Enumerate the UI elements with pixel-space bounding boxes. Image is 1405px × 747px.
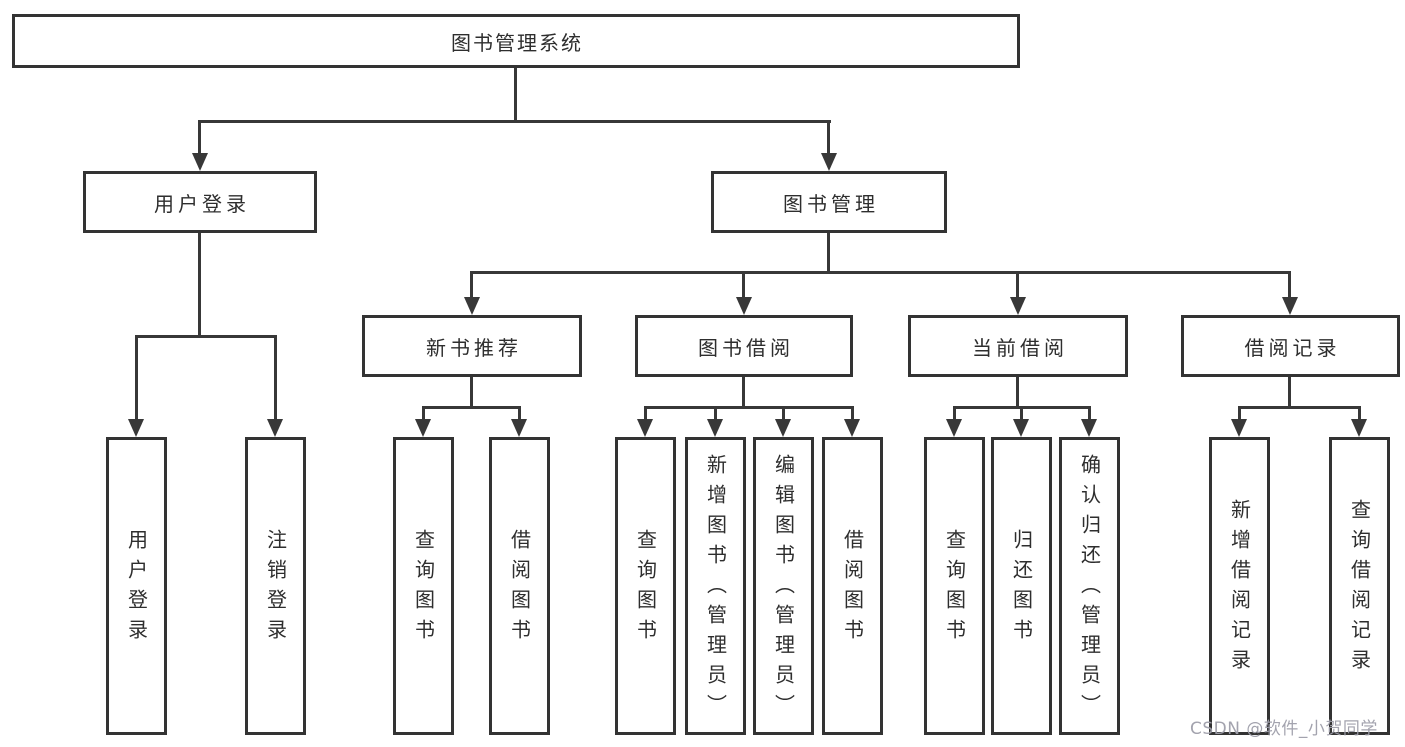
- node-label: 注销登录: [263, 529, 288, 649]
- node-book-borrow: 图书借阅: [635, 315, 853, 377]
- connector-stem-leaf: [714, 406, 717, 420]
- node-new-book-recommend: 新书推荐: [362, 315, 582, 377]
- connector-stem-leaf: [851, 406, 854, 420]
- node-label: 新书推荐: [426, 335, 522, 360]
- connector-stem-borrow-record: [1288, 271, 1291, 298]
- node-label: 确认归还（管理员）: [1077, 454, 1102, 724]
- leaf-recommend-borrow-book: 借阅图书: [489, 437, 550, 735]
- node-label: 新增图书（管理员）: [703, 454, 728, 724]
- connector-book-borrow-hline: [644, 406, 854, 409]
- leaf-query-borrow-record: 查询借阅记录: [1329, 437, 1390, 735]
- node-current-borrow: 当前借阅: [908, 315, 1128, 377]
- connector-new-book-recommend-trunk: [470, 377, 473, 408]
- connector-stem-user-login: [198, 120, 201, 155]
- arrow-down-icon: [1013, 419, 1029, 437]
- leaf-recommend-query-book: 查询图书: [393, 437, 454, 735]
- leaf-borrow-book: 借阅图书: [822, 437, 883, 735]
- node-label: 查询图书: [411, 529, 436, 649]
- node-label: 借阅图书: [507, 529, 532, 649]
- arrow-down-icon: [1081, 419, 1097, 437]
- leaf-return-book: 归还图书: [991, 437, 1052, 735]
- arrow-down-icon: [946, 419, 962, 437]
- connector-current-borrow-trunk: [1016, 377, 1019, 408]
- node-label: 当前借阅: [972, 335, 1068, 360]
- connector-level2-hline: [198, 120, 831, 123]
- connector-stem-leaf: [135, 335, 138, 420]
- leaf-logout: 注销登录: [245, 437, 306, 735]
- connector-stem-leaf: [1088, 406, 1091, 420]
- node-label: 新增借阅记录: [1227, 499, 1252, 679]
- arrow-down-icon: [1010, 297, 1026, 315]
- node-user-login: 用户登录: [83, 171, 317, 233]
- node-label: 查询借阅记录: [1347, 499, 1372, 679]
- node-book-management: 图书管理: [711, 171, 947, 233]
- connector-stem-leaf: [953, 406, 956, 420]
- leaf-current-query-book: 查询图书: [924, 437, 985, 735]
- node-label: 查询图书: [633, 529, 658, 649]
- arrow-down-icon: [775, 419, 791, 437]
- node-label: 图书管理: [783, 191, 879, 216]
- connector-stem-leaf: [1020, 406, 1023, 420]
- node-label: 借阅记录: [1244, 335, 1341, 360]
- connector-stem-new-book-recommend: [470, 271, 473, 298]
- arrow-down-icon: [707, 419, 723, 437]
- node-label: 归还图书: [1009, 529, 1034, 649]
- connector-stem-leaf: [782, 406, 785, 420]
- arrow-down-icon: [637, 419, 653, 437]
- arrow-down-icon: [821, 153, 837, 171]
- arrow-down-icon: [736, 297, 752, 315]
- connector-level3-hline: [470, 271, 1291, 274]
- connector-stem-book-borrow: [742, 271, 745, 298]
- leaf-user-login: 用户登录: [106, 437, 167, 735]
- connector-stem-current-borrow: [1016, 271, 1019, 298]
- connector-user-login-trunk: [198, 233, 201, 337]
- csdn-watermark: CSDN @软件_小贺同学: [1190, 719, 1378, 739]
- connector-stem-leaf: [422, 406, 425, 420]
- connector-borrow-record-hline: [1238, 406, 1361, 409]
- arrow-down-icon: [267, 419, 283, 437]
- leaf-confirm-return-admin: 确认归还（管理员）: [1059, 437, 1120, 735]
- arrow-down-icon: [192, 153, 208, 171]
- node-label: 编辑图书（管理员）: [771, 454, 796, 724]
- connector-new-book-recommend-hline: [422, 406, 521, 409]
- leaf-add-borrow-record: 新增借阅记录: [1209, 437, 1270, 735]
- arrow-down-icon: [1282, 297, 1298, 315]
- arrow-down-icon: [128, 419, 144, 437]
- node-label: 用户登录: [124, 529, 149, 649]
- leaf-add-book-admin: 新增图书（管理员）: [685, 437, 746, 735]
- connector-book-borrow-trunk: [742, 377, 745, 408]
- connector-stem-leaf: [644, 406, 647, 420]
- connector-user-login-hline: [135, 335, 277, 338]
- arrow-down-icon: [511, 419, 527, 437]
- arrow-down-icon: [844, 419, 860, 437]
- node-label: 查询图书: [942, 529, 967, 649]
- node-label: 借阅图书: [840, 529, 865, 649]
- arrow-down-icon: [415, 419, 431, 437]
- node-label: 用户登录: [154, 191, 250, 216]
- connector-stem-leaf: [274, 335, 277, 420]
- node-borrow-record: 借阅记录: [1181, 315, 1400, 377]
- connector-stem-leaf: [1238, 406, 1241, 420]
- arrow-down-icon: [464, 297, 480, 315]
- connector-stem-book-management: [827, 120, 830, 155]
- arrow-down-icon: [1231, 419, 1247, 437]
- connector-borrow-record-trunk: [1288, 377, 1291, 408]
- leaf-edit-book-admin: 编辑图书（管理员）: [753, 437, 814, 735]
- leaf-borrow-query-book: 查询图书: [615, 437, 676, 735]
- connector-book-management-trunk: [827, 233, 830, 273]
- arrow-down-icon: [1351, 419, 1367, 437]
- connector-stem-leaf: [1358, 406, 1361, 420]
- node-label: 图书借阅: [698, 335, 794, 360]
- node-label: 图书管理系统: [451, 30, 583, 55]
- node-root-system: 图书管理系统: [12, 14, 1020, 68]
- connector-stem-leaf: [518, 406, 521, 420]
- connector-root-trunk: [514, 68, 517, 121]
